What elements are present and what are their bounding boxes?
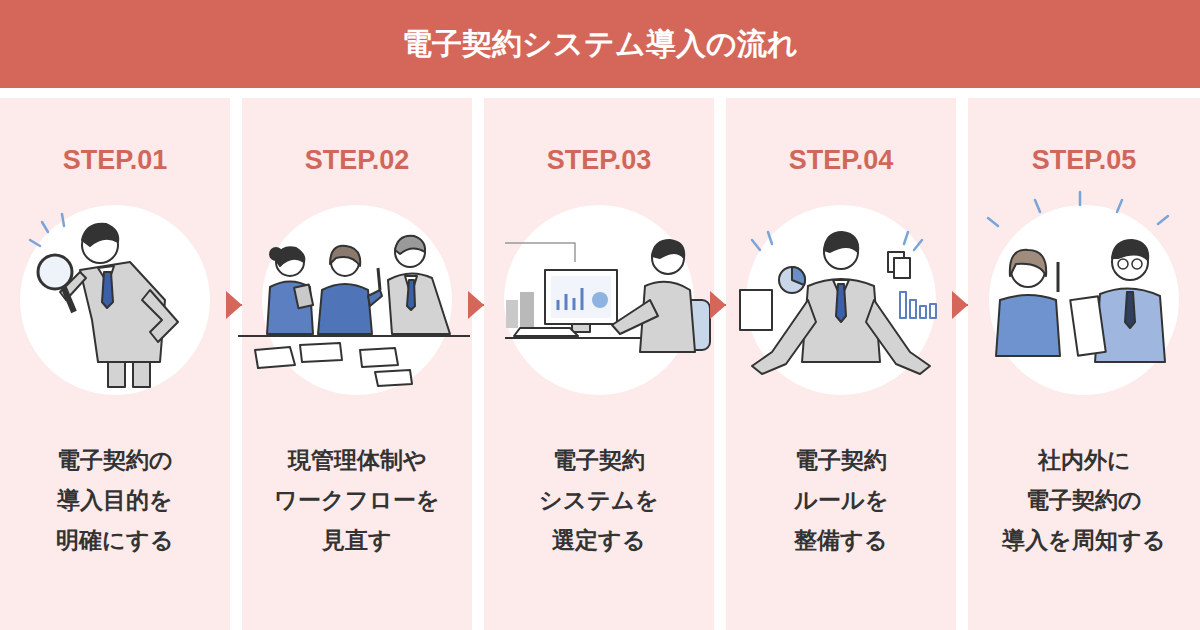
inspector-figure [82,224,118,246]
presenter-figure [740,232,936,374]
computer-figure [505,243,575,262]
announce-figures [996,295,1060,356]
sparkle-lines [62,214,64,226]
computer-figure [592,292,608,308]
computer-figure [505,337,660,339]
team-figures [267,282,313,335]
step-description: 現管理体制や ワークフローを 見直す [274,440,440,560]
team-figures [300,343,342,362]
flow-arrow [714,304,726,306]
team-figures [360,348,398,367]
computer-figure [505,240,710,352]
presenter-figure [900,292,906,318]
illustration-circle [989,205,1179,395]
step-description: 電子契約 システムを 選定する [539,440,659,560]
sparkle-lines [768,232,772,244]
team-figures [368,290,382,306]
team-figures [330,246,360,266]
team-figures [375,370,412,386]
team-figures [395,236,425,254]
team-figures [294,285,313,309]
presenter-figure [779,267,805,293]
step-number: STEP.03 [547,140,652,180]
team-figures [255,347,295,368]
announce-figures [1132,259,1142,269]
computer-figure [557,300,560,310]
team-figures [270,248,282,260]
computer-figure [572,324,590,332]
presenter-figure [752,300,816,374]
inspector-figure [64,288,74,312]
step-description: 社内外に 電子契約の 導入を周知する [1002,440,1166,560]
presenter-figure [740,290,772,330]
team-figures [407,280,415,310]
sparkle-lines [752,240,760,250]
step-number: STEP.01 [63,140,168,180]
announce-figures [1112,240,1148,260]
title-container: 電子契約システム導入の流れ [0,0,1200,88]
flow-arrow [956,304,968,306]
announce-figures [996,240,1165,362]
presenter-figure [900,292,936,318]
step-number: STEP.02 [305,140,410,180]
computer-figure [652,240,684,258]
inspector-figure [142,290,178,342]
presenter-figure [930,304,936,318]
sparkle-lines [30,240,40,246]
presenter-figure [894,258,910,278]
flow-arrow [472,304,484,306]
computer-figure [612,300,658,334]
team-figures [378,268,380,290]
inspector-figure [102,272,113,308]
illustration-circle [20,205,210,395]
announce-figures [1118,259,1128,269]
step-description: 電子契約 ルールを 整備する [794,440,889,560]
sparkle-lines [30,192,1168,250]
computer-figure [506,300,518,328]
sparkle-lines [914,240,922,250]
illustration-circle [20,205,1179,395]
computer-figure [545,270,617,324]
presenter-figure [910,300,916,318]
sparkle-lines [42,222,48,232]
team-figures [388,273,450,334]
presenter-figure [866,300,930,374]
computer-figure [565,294,568,310]
step-description: 電子契約の 導入目的を 明確にする [56,440,174,560]
diagram-title: 電子契約システム導入の流れ [402,24,798,64]
inspector-figure [38,255,72,289]
computer-figure [520,292,534,328]
presenter-figure [920,306,926,318]
computer-figure [581,288,584,310]
sparkle-lines [1117,200,1122,212]
computer-figure [514,328,578,336]
step-number: STEP.05 [1032,140,1137,180]
sparkle-lines [988,218,998,226]
illustration-circle [262,205,452,395]
inspector-figure [38,224,178,387]
announce-figures [1010,250,1046,276]
computer-figure [551,276,611,318]
flow-arrow [230,304,242,306]
presenter-figure [836,284,846,322]
presenter-figure [792,267,805,285]
sparkle-lines [1158,216,1168,224]
presenter-figure [824,232,858,252]
team-figures [238,236,470,386]
announce-figures [1070,296,1106,355]
sparkle-lines [904,232,908,244]
announce-figures [1057,262,1060,292]
illustration-circle [746,205,936,395]
team-figures [238,335,470,337]
illustration-circle [504,205,694,395]
computer-figure [558,288,582,310]
sparkle-lines [1079,192,1082,205]
sparkle-lines [1035,200,1040,212]
announce-figures [1125,292,1135,328]
team-figures [318,284,372,334]
step-number: STEP.04 [789,140,894,180]
inspector-figure [80,262,165,362]
computer-figure [573,298,576,310]
